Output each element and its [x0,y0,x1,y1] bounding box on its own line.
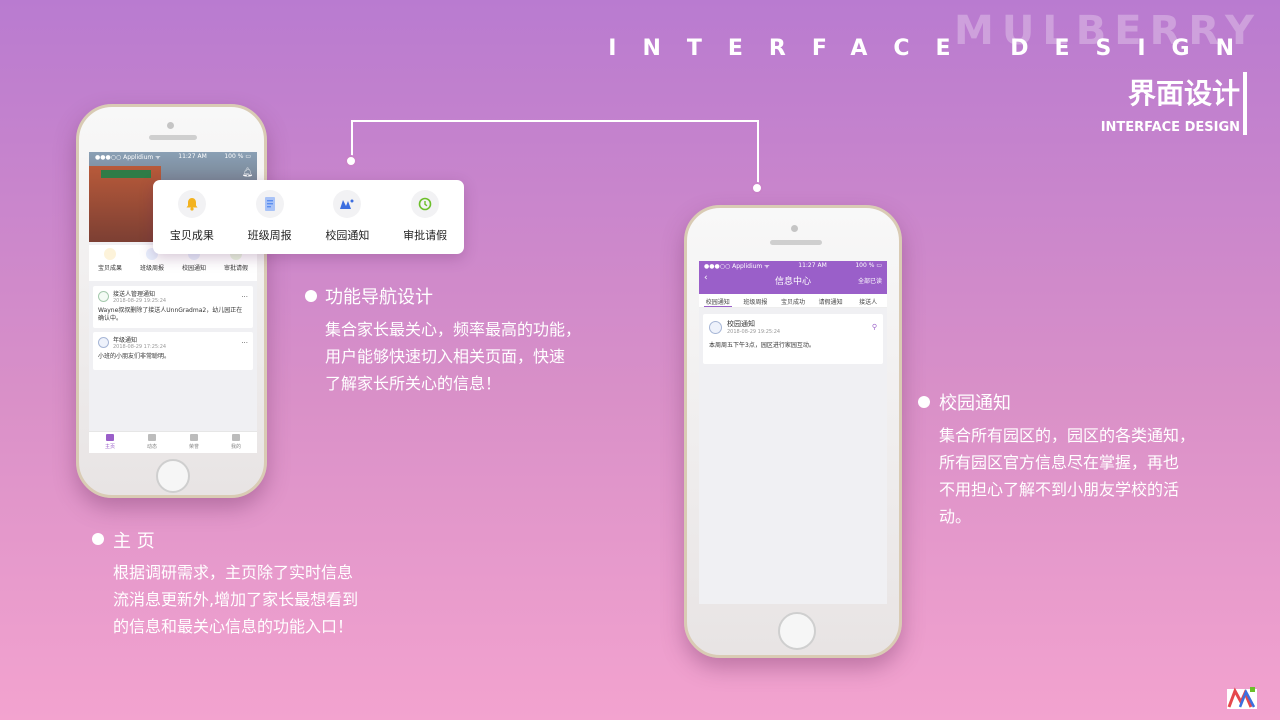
tab-class-weekly[interactable]: 班级周报 [743,299,768,306]
card-body: Wayne叔叔删除了接送人UnnGradma2，幼儿园正在确认中。 [98,307,243,322]
card-title: 年级通知 [113,337,138,344]
connector-line [351,120,353,160]
tab-campus-notice[interactable]: 校园通知 [699,294,737,307]
tab-feed[interactable]: 动态 [131,432,173,453]
feature-nav-callout: 宝贝成果 班级周报 校园通知 审批请假 [153,180,464,254]
brand-tagline: INTERFACE DESIGN [608,36,1260,61]
card-time: 2018-08-29 17:25:24 [113,344,167,350]
message-center-header: ●●●○○ Applidium ᯤ 11:27 AM 100 % ▭ ‹ 信息中… [699,261,887,294]
callout-label: 宝贝成果 [169,229,214,242]
time-label: 11:27 AM [798,262,827,269]
message-center-screen: ●●●○○ Applidium ᯤ 11:27 AM 100 % ▭ ‹ 信息中… [699,261,887,604]
avatar [709,320,722,334]
feed-icon [148,434,156,441]
brand-logo-icon [1227,687,1257,709]
front-camera [167,122,174,129]
back-icon[interactable]: ‹ [704,273,708,283]
more-icon[interactable]: ··· [241,338,248,347]
star-icon [190,434,198,441]
page-subtitle: INTERFACE DESIGN [1100,120,1240,135]
callout-item-campus-notice[interactable]: 校园通知 [309,190,387,254]
section-title-home: 主 页 [113,531,155,552]
tab-pickup-person[interactable]: 接送人 [859,299,878,306]
speaker [770,240,822,245]
screen-title: 信息中心 [774,277,811,287]
section-body-nav-design: 集合家长最关心，频率最高的功能， 用户能够快速切入相关页面，快速 了解家长所关心… [325,320,582,393]
message-category-tabs: 校园通知 班级周报 宝贝成功 请假通知 接送人 [699,294,887,308]
battery-label: 100 % ▭ [855,262,882,269]
bell-icon[interactable]: 🔔︎ [241,168,253,178]
home-icon [106,434,114,441]
list-item[interactable]: 年级通知 2018-08-29 17:25:24 ··· 小班的小朋友们非常聪明… [93,332,253,370]
section-body-campus-notice: 集合所有园区的，园区的各类通知， 所有园区官方信息尽在掌握，再也 不用担心了解不… [939,426,1196,526]
nav-item-baby-achievements[interactable]: 宝贝成果 [89,245,131,281]
callout-label: 审批请假 [403,229,448,242]
card-time: 2018-08-29 19:25:24 [727,329,781,335]
title-accent-bar [1243,72,1247,135]
speaker [149,135,197,140]
mark-all-read-button[interactable]: 全部已读 [857,278,882,285]
tab-home[interactable]: 主页 [89,432,131,453]
document-icon [255,190,284,218]
tab-honor[interactable]: 荣誉 [173,432,215,453]
carrier-label: ●●●○○ Applidium ᯤ [95,154,161,161]
card-body: 小班的小朋友们非常聪明。 [98,353,171,360]
card-time: 2018-08-29 19:25:24 [113,298,167,304]
school-icon [333,190,362,218]
phone-mockup-home: ●●●○○ Applidium ᯤ 11:27 AM 100 % ▭ 🔔︎ 宝贝… [76,104,267,498]
connector-dot [345,155,357,167]
carrier-label: ●●●○○ Applidium ᯤ [704,263,770,270]
list-item[interactable]: 校园通知 2018-08-29 19:25:24 ⚲ 本周周五下午3点，园区进行… [703,314,883,364]
avatar [98,291,109,302]
tab-leave-notice[interactable]: 请假通知 [818,299,843,306]
brand-watermark: MULBERRY [954,8,1262,54]
home-button[interactable] [156,459,190,493]
bullet-icon [918,396,930,408]
attachment-icon[interactable]: ⚲ [871,323,877,331]
connector-line [757,120,759,188]
list-item[interactable]: 接送人管理通知 2018-08-29 19:25:24 ··· Wayne叔叔删… [93,286,253,328]
bell-icon [177,190,206,218]
tab-profile[interactable]: 我的 [215,432,257,453]
connector-dot [751,182,763,194]
home-button[interactable] [778,612,816,650]
callout-label: 班级周报 [247,229,292,242]
section-body-home: 根据调研需求，主页除了实时信息 流消息更新外,增加了家长最想看到 的信息和最关心… [113,563,359,636]
bottom-tab-bar: 主页 动态 荣誉 我的 [89,431,257,453]
callout-item-leave-approval[interactable]: 审批请假 [386,190,464,254]
page-title: 界面设计 [1127,77,1240,110]
status-bar: ●●●○○ Applidium ᯤ 11:27 AM 100 % ▭ [89,152,257,162]
tab-baby-success[interactable]: 宝贝成功 [780,299,805,306]
more-icon[interactable]: ··· [241,292,248,301]
time-label: 11:27 AM [178,153,207,160]
section-title-campus-notice: 校园通知 [939,393,1011,414]
connector-line [351,120,759,122]
card-title: 接送人管理通知 [113,291,156,298]
section-title-nav-design: 功能导航设计 [325,287,433,308]
callout-item-baby-achievements[interactable]: 宝贝成果 [153,190,231,254]
bullet-icon [305,290,317,302]
card-body: 本周周五下午3点，园区进行家园互动。 [709,342,815,349]
avatar [98,337,109,348]
battery-label: 100 % ▭ [224,153,251,160]
callout-item-class-weekly[interactable]: 班级周报 [231,190,309,254]
bullet-icon [92,533,104,545]
user-icon [232,434,240,441]
front-camera [791,225,798,232]
phone-mockup-campus-notice: ●●●○○ Applidium ᯤ 11:27 AM 100 % ▭ ‹ 信息中… [684,205,902,658]
clock-icon [411,190,440,218]
card-title: 校园通知 [727,320,755,328]
callout-label: 校园通知 [325,229,370,242]
